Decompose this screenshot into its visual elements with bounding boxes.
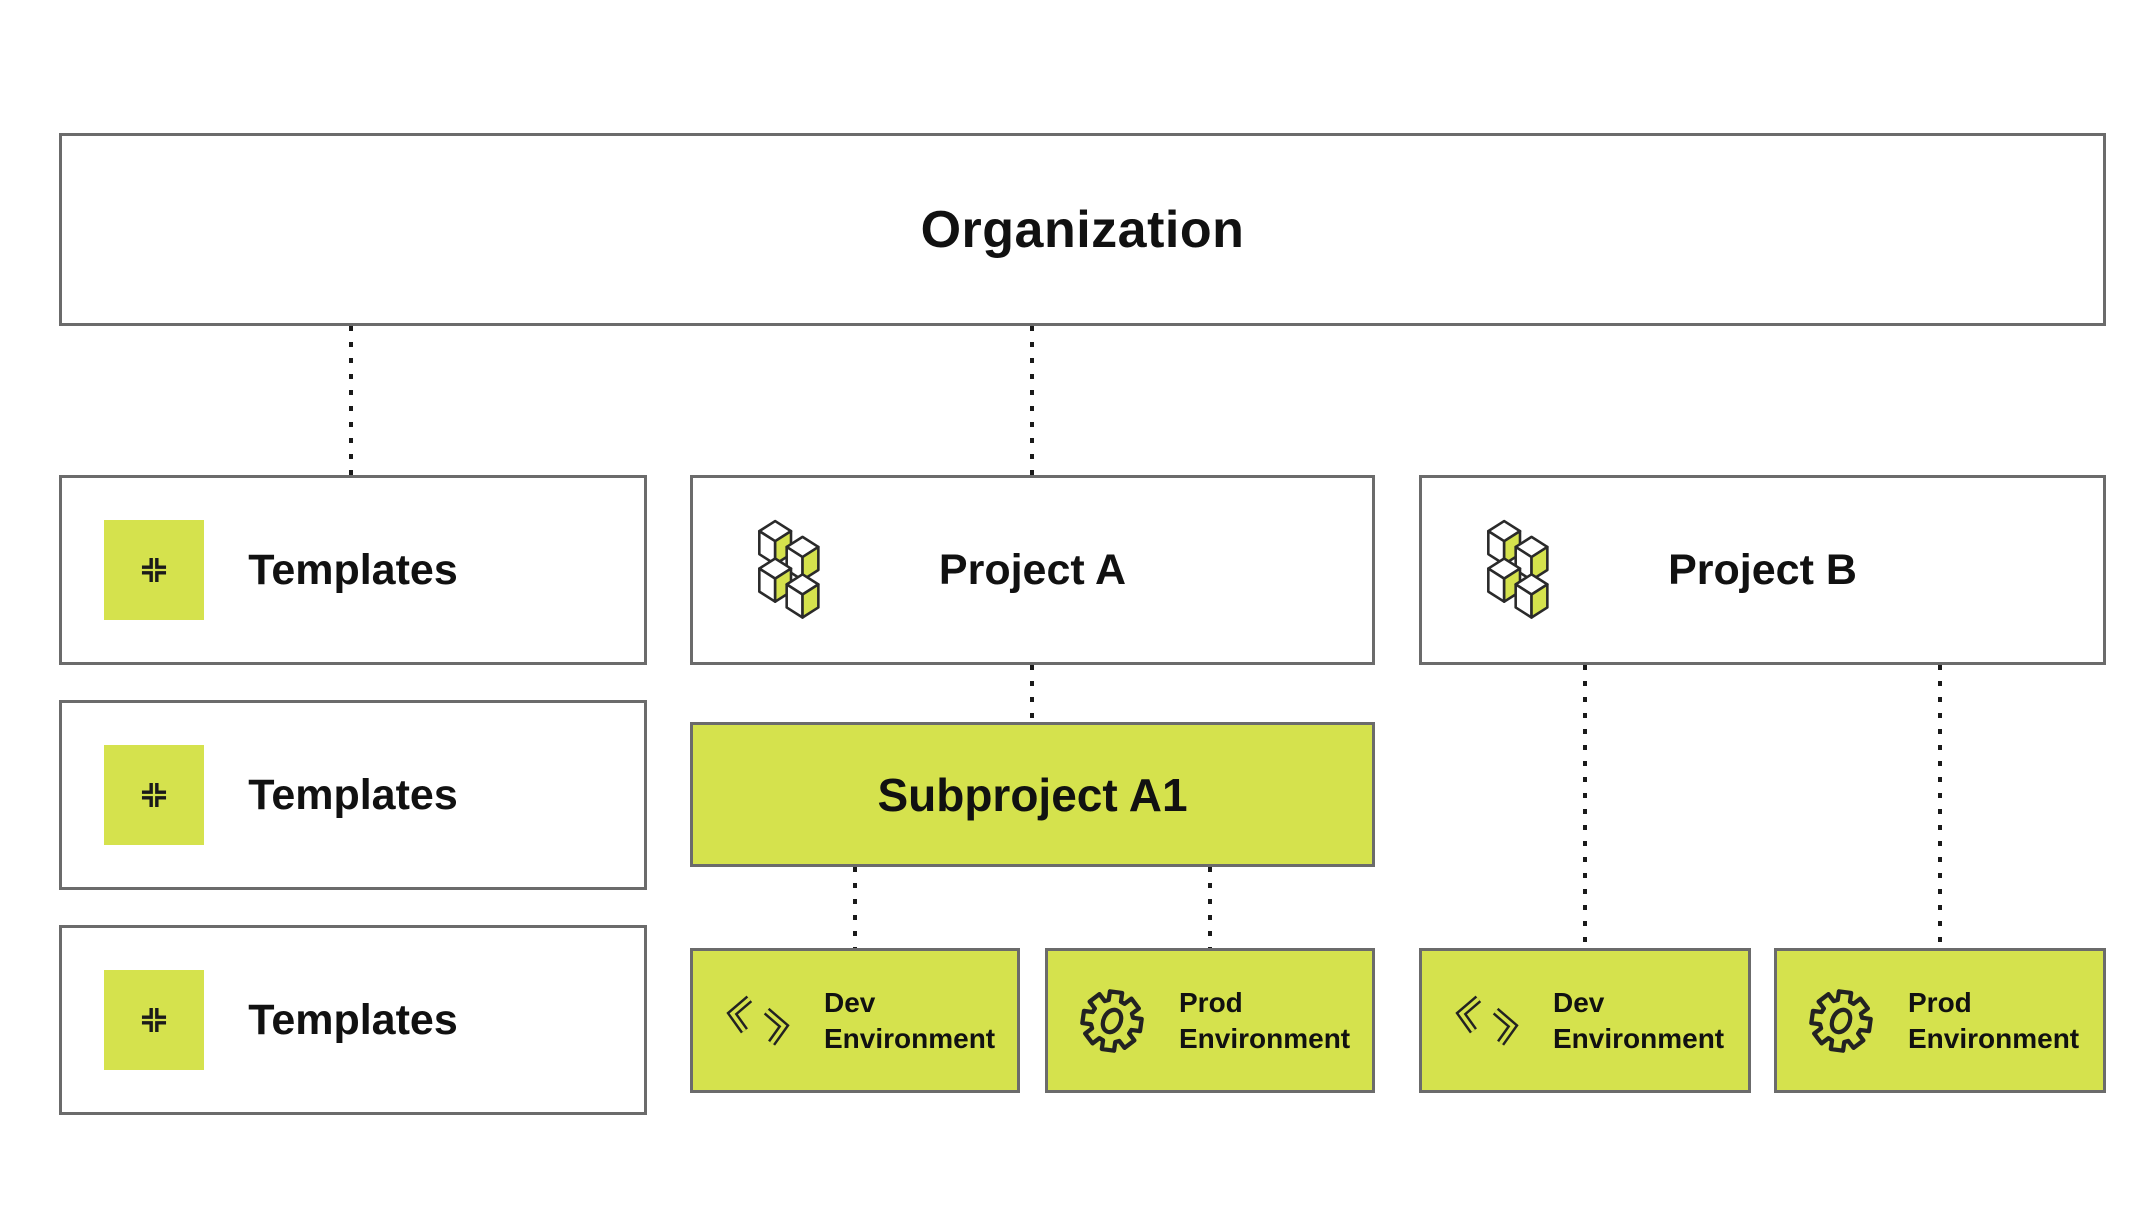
gear-icon [1078,987,1146,1055]
collapse-icon [104,520,204,620]
connector-project-b-to-dev-b [1583,665,1587,948]
templates-label: Templates [248,545,458,594]
templates-label: Templates [248,995,458,1044]
connector-project-a-to-subproject [1030,665,1034,722]
organization-label: Organization [920,200,1245,259]
project-b-label: Project B [1668,545,1857,594]
dev-environment-label: Dev Environment [1553,986,1725,1054]
dev-environment-box-a: Dev Environment [690,948,1020,1093]
connector-subproject-to-prod-a [1208,867,1212,948]
cubes-icon [1484,518,1556,622]
templates-box-2: Templates [59,700,647,890]
connector-subproject-to-dev-a [853,867,857,948]
collapse-icon [104,745,204,845]
prod-environment-label: Prod Environment [1179,986,1351,1054]
collapse-icon [104,970,204,1070]
dev-environment-box-b: Dev Environment [1419,948,1751,1093]
dev-environment-label: Dev Environment [824,986,996,1054]
cubes-icon [755,518,827,622]
templates-box-1: Templates [59,475,647,665]
project-b-box: Project B [1419,475,2106,665]
subproject-a1-label: Subproject A1 [877,768,1188,821]
organization-box: Organization [59,133,2106,326]
connector-org-to-project-a [1030,326,1034,475]
project-a-label: Project A [938,545,1127,594]
templates-box-3: Templates [59,925,647,1115]
prod-environment-box-b: Prod Environment [1774,948,2106,1093]
connector-org-to-templates [349,326,353,475]
code-brackets-icon [723,989,793,1053]
gear-icon [1807,987,1875,1055]
code-brackets-icon [1452,989,1522,1053]
templates-label: Templates [248,770,458,819]
prod-environment-box-a: Prod Environment [1045,948,1375,1093]
prod-environment-label: Prod Environment [1908,986,2080,1054]
connector-project-b-to-prod-b [1938,665,1942,948]
subproject-a1-box: Subproject A1 [690,722,1375,867]
project-a-box: Project A [690,475,1375,665]
